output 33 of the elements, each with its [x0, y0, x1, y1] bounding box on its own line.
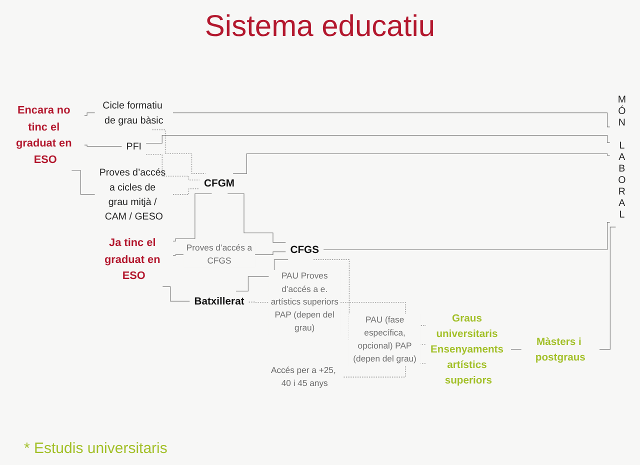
diagram-title: Sistema educatiu: [204, 10, 436, 44]
connector: [146, 154, 200, 180]
connector: [172, 112, 610, 128]
node-text: Accés per a +25, 40 i 45 anys: [270, 365, 336, 388]
edge-label: PAU Proves d’accés a e. artístics superiors PAP (depen del grau): [270, 271, 338, 333]
edge-label: Proves d’accés a CFGS: [186, 242, 252, 266]
node-text: CFGM: [204, 178, 234, 190]
node-text: PFI: [126, 140, 142, 152]
connector: [84, 144, 122, 147]
connector: [172, 188, 200, 195]
connector: [71, 170, 96, 195]
connector: [146, 135, 610, 144]
connector: [227, 193, 286, 243]
connector: [232, 153, 610, 174]
node-text: Proves d’accés a cicles de grau mitjà / CAM / GESO: [99, 166, 166, 222]
node-text: Màsters i postgraus: [535, 336, 586, 363]
node-text: Batxillerat: [194, 295, 244, 307]
footnote: * Estudis universitaris: [24, 440, 168, 457]
connector: [172, 193, 212, 242]
connector: [162, 286, 190, 302]
node-text: Cicle formatiu de grau bàsic: [102, 100, 164, 126]
edge-label: PAU (fase específica, opcional) PAP (depen del grau): [353, 314, 416, 364]
connector: [599, 226, 616, 350]
connector: [510, 349, 522, 350]
connector: [84, 112, 96, 116]
node-text: MÓN LABORAL: [616, 94, 628, 220]
connector: [343, 363, 426, 378]
node-text: CFGS: [290, 244, 319, 256]
node-text: Encara no tinc el graduat en ESO: [16, 104, 72, 166]
node-text: Graus universitaris Ensenyaments artístics superiors: [430, 312, 504, 386]
node-text: Ja tinc el graduat en ESO: [104, 236, 160, 282]
connector: [152, 129, 206, 174]
connector: [323, 222, 610, 250]
